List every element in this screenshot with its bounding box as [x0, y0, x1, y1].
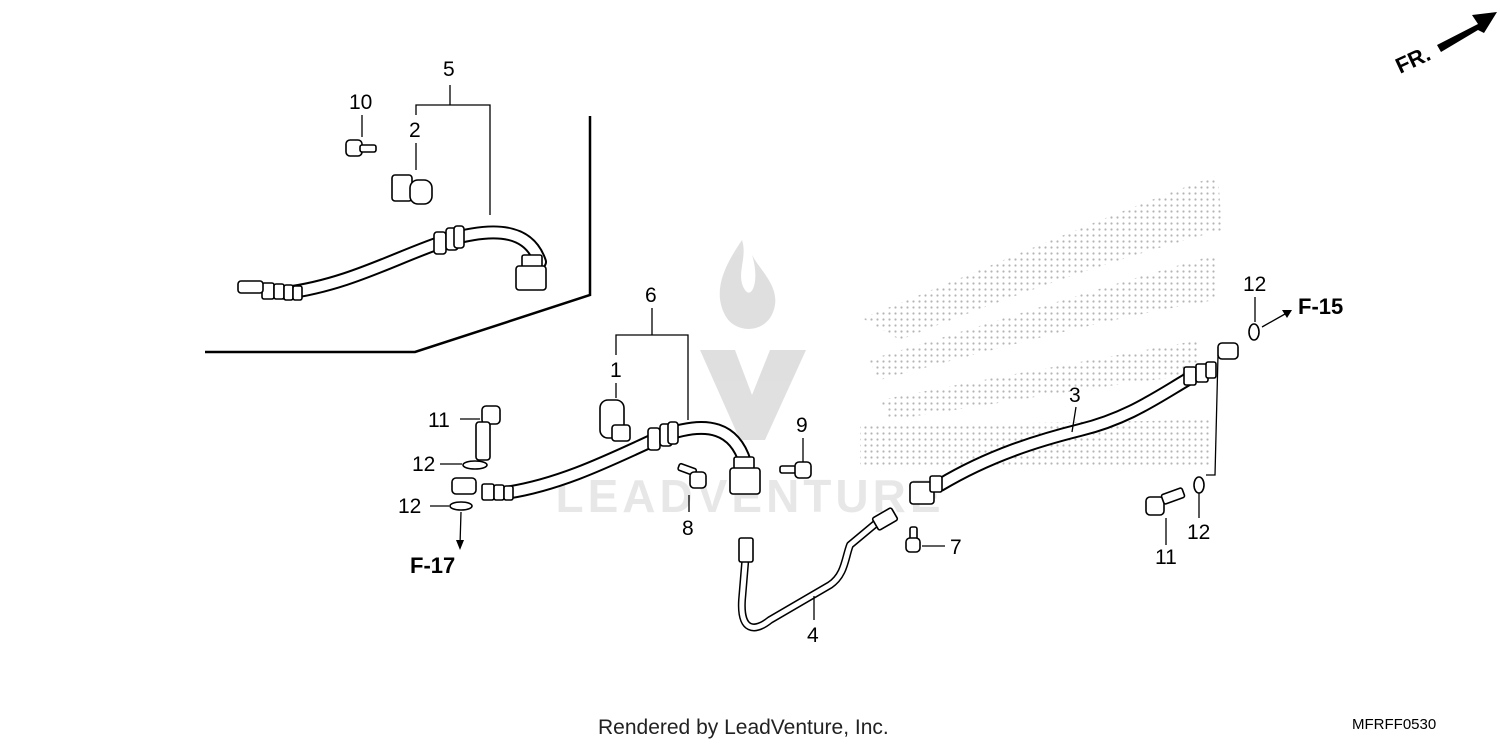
clamp-1 — [599, 399, 631, 442]
brake-hose-3 — [909, 342, 1239, 505]
callout-12-left-top: 12 — [412, 453, 435, 476]
callout-6: 6 — [645, 284, 657, 307]
diagram-code: MFRFF0530 — [1352, 716, 1437, 733]
forward-arrow-icon — [1437, 12, 1497, 52]
callout-5: 5 — [443, 58, 455, 81]
rendered-by-credit: Rendered by LeadVenture, Inc. — [598, 716, 889, 739]
callout-12-right-top: 12 — [1243, 273, 1266, 296]
reference-f17[interactable]: F-17 — [410, 553, 455, 578]
banjo-bolt-left — [449, 405, 501, 511]
banjo-bolt-right — [1145, 323, 1260, 516]
callout-8: 8 — [682, 517, 694, 540]
callout-3: 3 — [1069, 384, 1081, 407]
callout-2: 2 — [409, 119, 421, 142]
forward-label: FR. — [1392, 41, 1435, 79]
callout-11-left: 11 — [428, 409, 450, 432]
bolt-9 — [779, 461, 812, 479]
clamp-2 — [391, 174, 433, 205]
callout-12-left-bottom: 12 — [398, 495, 421, 518]
bolt-7 — [905, 526, 921, 553]
bolt-8 — [677, 462, 707, 489]
wing-logo-watermark — [860, 175, 1222, 468]
hose-assembly-6 — [481, 421, 761, 501]
leader-lines — [361, 85, 1292, 620]
bolt-10 — [345, 139, 377, 157]
inset-frame — [205, 116, 592, 354]
hose-assembly-5 — [237, 225, 547, 301]
callout-1: 1 — [610, 359, 622, 382]
callout-7: 7 — [950, 536, 962, 559]
callout-11-right: 11 — [1155, 546, 1177, 569]
callout-12-right-bottom: 12 — [1187, 521, 1210, 544]
callout-10: 10 — [349, 91, 372, 114]
leadventure-watermark-logo — [700, 240, 806, 440]
brake-pipe-4 — [737, 507, 899, 632]
callout-9: 9 — [796, 414, 808, 437]
reference-f15[interactable]: F-15 — [1298, 294, 1343, 319]
callout-4: 4 — [807, 624, 819, 647]
